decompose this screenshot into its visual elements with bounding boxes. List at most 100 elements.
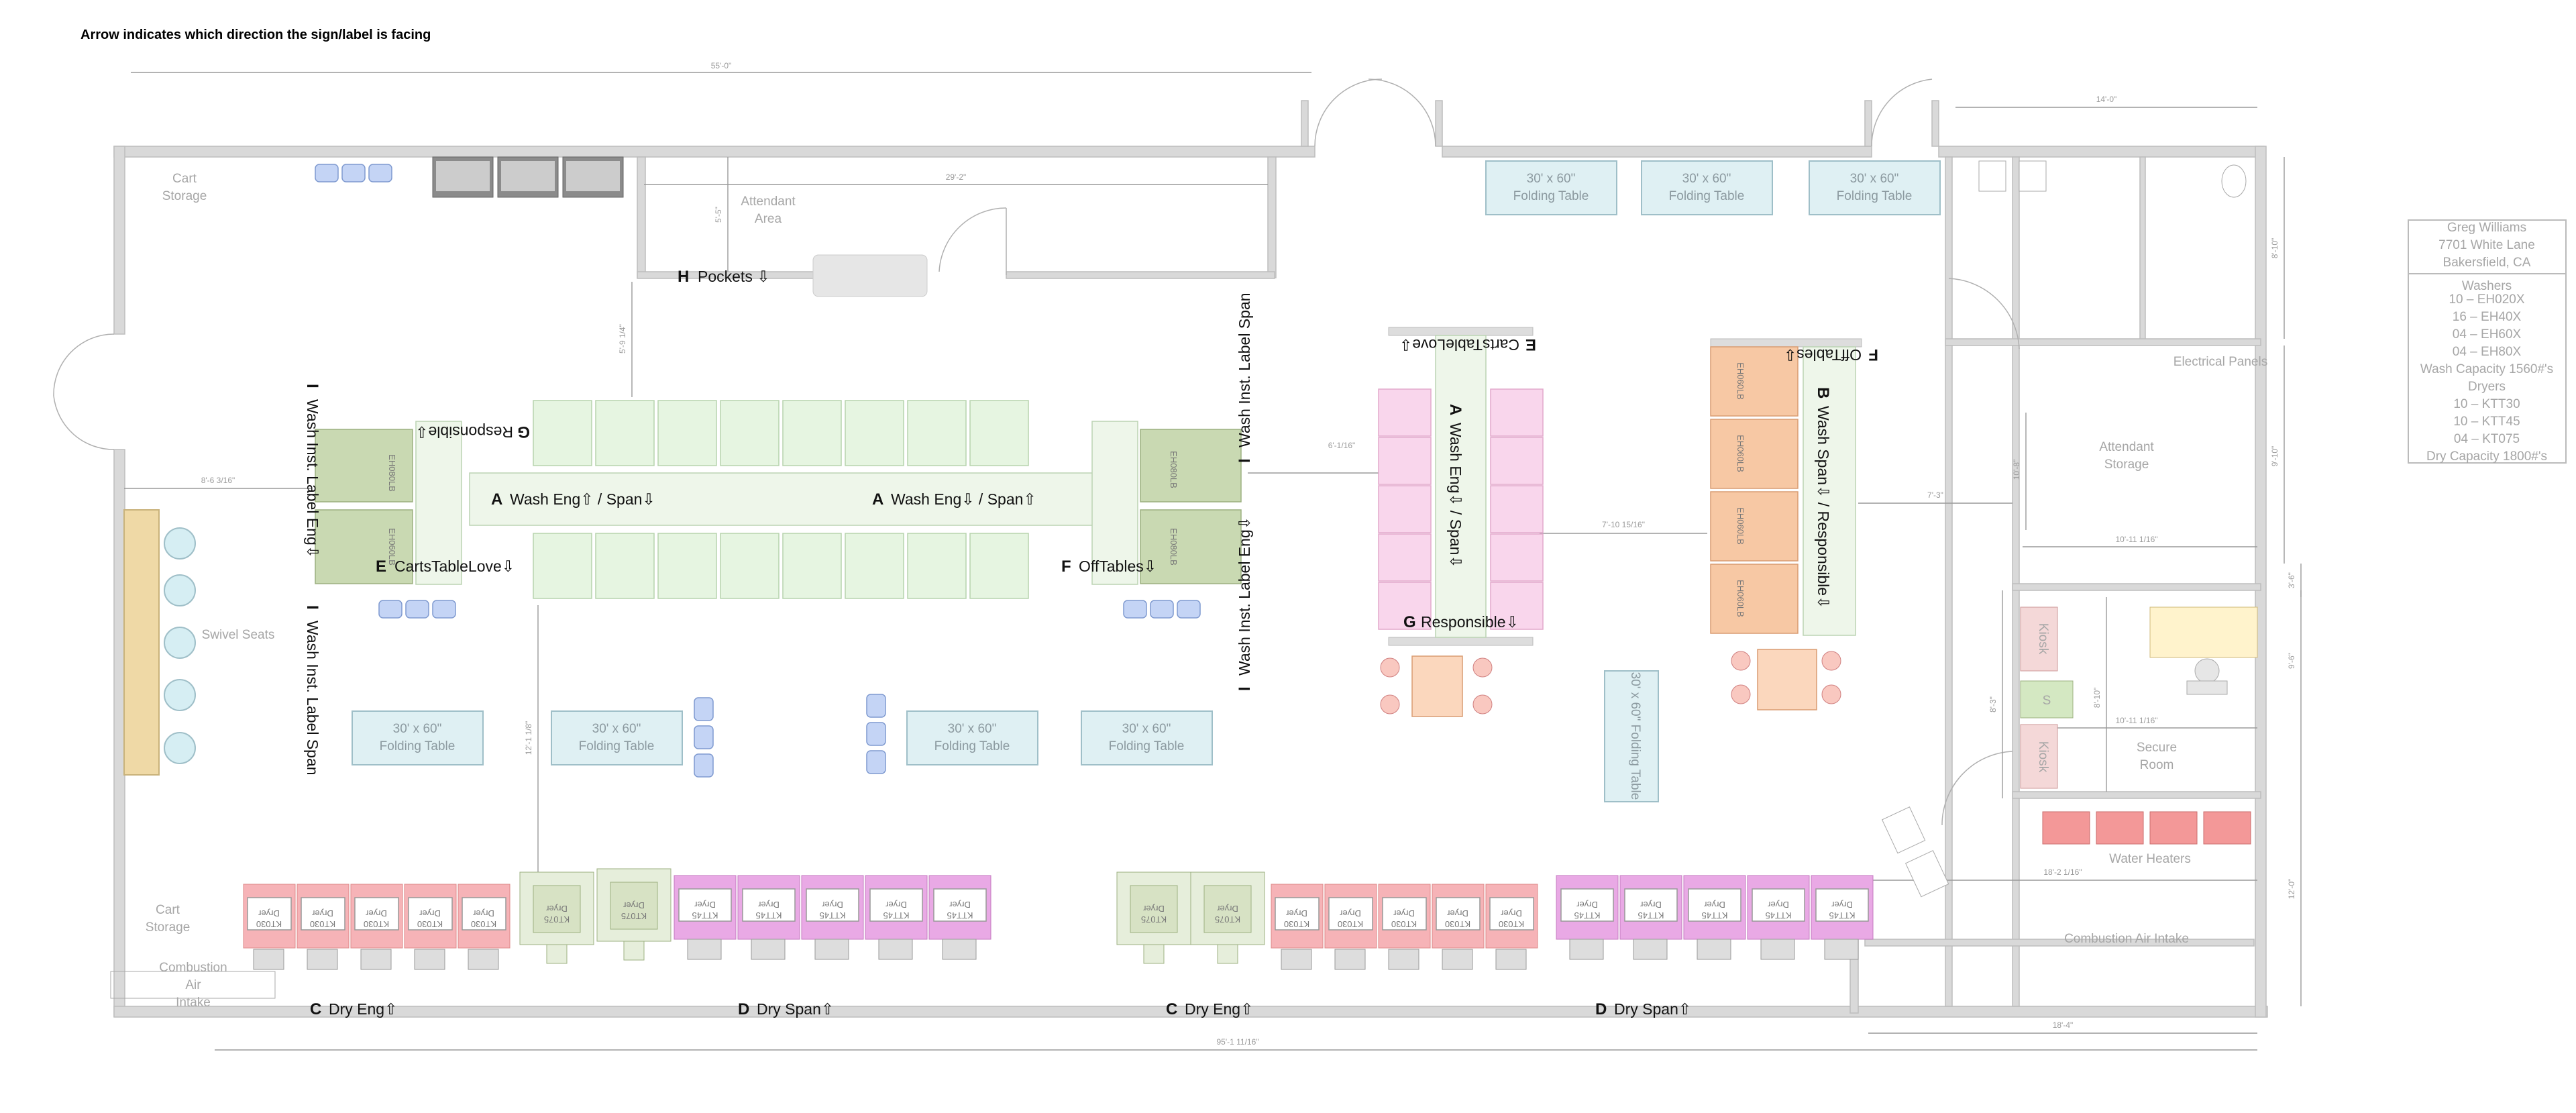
svg-text:16 – EH40X: 16 – EH40X xyxy=(2453,310,2522,324)
svg-text:8'-6 3/16": 8'-6 3/16" xyxy=(201,476,235,485)
sign-g-bottom: G Responsible⇩ xyxy=(1403,613,1519,631)
folding-table: 30' x 60" Folding Table xyxy=(1641,160,1773,215)
svg-text:14'-0": 14'-0" xyxy=(2096,95,2117,104)
svg-text:A: A xyxy=(1446,404,1464,415)
svg-text:6'-1/16": 6'-1/16" xyxy=(1328,441,1356,450)
svg-text:Wash Inst. Label Span: Wash Inst. Label Span xyxy=(304,621,321,776)
svg-text:Room: Room xyxy=(2140,758,2174,772)
svg-text:D: D xyxy=(738,1000,749,1018)
svg-text:KTT45: KTT45 xyxy=(1638,910,1664,920)
svg-text:Dryer: Dryer xyxy=(1393,908,1414,918)
svg-text:EH060LB: EH060LB xyxy=(387,528,397,566)
svg-text:29'-2": 29'-2" xyxy=(946,172,967,182)
svg-text:Wash Inst. Label Eng⇩: Wash Inst. Label Eng⇩ xyxy=(304,399,321,558)
svg-text:KT030: KT030 xyxy=(1391,919,1417,929)
svg-text:Dry Eng⇧: Dry Eng⇧ xyxy=(329,1000,397,1018)
water-heaters-label: Water Heaters xyxy=(2109,852,2191,866)
dryer-bank-ktt45-2: Dryer KTT45 Dryer KTT45 Dryer KTT45 Drye… xyxy=(1556,875,1874,960)
svg-text:Wash Inst. Label Span: Wash Inst. Label Span xyxy=(1236,293,1253,447)
svg-text:Wash Eng⇩ / Span⇩: Wash Eng⇩ / Span⇩ xyxy=(1447,423,1464,568)
svg-text:Storage: Storage xyxy=(146,920,191,935)
washer-row-top xyxy=(533,400,1029,466)
svg-text:8'-10": 8'-10" xyxy=(2092,688,2102,708)
svg-text:30' x 60": 30' x 60" xyxy=(1122,722,1171,736)
svg-text:Area: Area xyxy=(755,212,782,226)
dimensions: 55'-0" 29'-2" 14'-0" 8'-6 3/16" 6'-1/16"… xyxy=(124,61,2302,1051)
sign-c-right: C Dry Eng⇧ xyxy=(1166,1000,1253,1018)
sign-a3: A Wash Eng⇩ / Span⇩ xyxy=(1446,404,1464,568)
svg-text:I: I xyxy=(303,605,321,610)
svg-text:Dryer: Dryer xyxy=(1339,908,1360,918)
folding-table: 30' x 60" Folding Table xyxy=(1485,160,1617,215)
dryer-bank-2: Dryer KT030 Dryer KT030 Dryer KT030 Drye… xyxy=(1271,884,1538,970)
sign-b: B Wash Span⇩ / Responsible⇩ xyxy=(1814,387,1832,608)
dryer-bank-ktt45-1: Dryer KTT45 Dryer KTT45 Dryer KTT45 Drye… xyxy=(674,875,991,960)
svg-text:G: G xyxy=(517,423,530,441)
svg-text:Dryer: Dryer xyxy=(885,900,906,910)
combustion-label-1: Combustion xyxy=(159,961,227,975)
svg-text:A: A xyxy=(491,490,502,509)
sign-f-left: F OffTables⇩ xyxy=(1061,558,1157,576)
svg-text:30' x 60": 30' x 60" xyxy=(393,722,442,736)
doors xyxy=(53,78,2020,826)
svg-text:Dryer: Dryer xyxy=(1640,900,1661,910)
svg-text:9'-6": 9'-6" xyxy=(2287,653,2296,669)
folding-table: 30' x 60" Folding Table xyxy=(1081,710,1213,765)
dryer-row: Dryer KT030 Dryer KT030 Dryer KT030 Drye… xyxy=(243,868,1874,970)
svg-text:Dryers: Dryers xyxy=(2468,380,2506,394)
svg-text:30' x 60": 30' x 60" xyxy=(1527,172,1576,186)
svg-text:Washers: Washers xyxy=(2462,279,2512,293)
svg-text:KT030: KT030 xyxy=(310,919,335,929)
sign-h: H Pockets ⇩ xyxy=(678,268,769,286)
sign-a1: A Wash Eng⇧ / Span⇩ xyxy=(491,490,655,509)
svg-text:3'-6": 3'-6" xyxy=(2287,572,2296,588)
svg-text:D: D xyxy=(1595,1000,1607,1018)
svg-text:Dryer: Dryer xyxy=(821,900,843,910)
svg-text:EH060LB: EH060LB xyxy=(1735,507,1746,545)
svg-text:30' x 60" Folding Table: 30' x 60" Folding Table xyxy=(1628,672,1642,800)
svg-text:KT075: KT075 xyxy=(1215,914,1240,924)
sign-f-top: F OffTables⇩ xyxy=(1784,346,1878,364)
cart-storage-label-2: Cart xyxy=(156,903,180,917)
right-room-fixtures: Kiosk S Kiosk xyxy=(110,160,2258,999)
svg-text:Dryer: Dryer xyxy=(472,908,494,918)
signs: H Pockets ⇩ A Wash Eng⇧ / Span⇩ A Wash E… xyxy=(303,268,1878,1018)
folding-table: 30' x 60" Folding Table xyxy=(906,710,1038,765)
svg-text:KTT45: KTT45 xyxy=(883,910,909,920)
folding-table: 30' x 60" Folding Table xyxy=(551,710,683,765)
chair-column-left xyxy=(694,697,714,778)
orange-washer-island: EH060LB EH060LB EH060LB EH060LB xyxy=(1710,338,1862,710)
svg-text:Dryer: Dryer xyxy=(1703,900,1725,910)
svg-text:30' x 60": 30' x 60" xyxy=(592,722,641,736)
info-street: 7701 White Lane xyxy=(2438,238,2535,252)
svg-text:KT030: KT030 xyxy=(1338,919,1363,929)
svg-text:EH080LB: EH080LB xyxy=(1169,451,1179,488)
svg-text:Dry Span⇧: Dry Span⇧ xyxy=(1614,1000,1691,1018)
svg-text:7'-3": 7'-3" xyxy=(1927,490,1943,500)
combustion-air-intake-label: Combustion Air Intake xyxy=(2064,932,2189,946)
swivel-seating xyxy=(123,509,196,776)
sign-i-right-top: I Wash Inst. Label Span xyxy=(1236,293,1254,463)
sign-i-right-bottom: I Wash Inst. Label Eng⇩ xyxy=(1236,517,1254,691)
svg-text:10 – KTT30: 10 – KTT30 xyxy=(2453,397,2520,411)
svg-text:10 – EH020X: 10 – EH020X xyxy=(2449,293,2524,307)
svg-text:KT075: KT075 xyxy=(1141,914,1167,924)
attendant-storage-label-1: Attendant xyxy=(2099,440,2154,454)
svg-text:12'-1 1/8": 12'-1 1/8" xyxy=(524,721,533,755)
svg-text:Dryer: Dryer xyxy=(1216,904,1238,914)
svg-text:Folding Table: Folding Table xyxy=(380,739,455,753)
sign-g-top: G Responsible⇩ xyxy=(415,423,530,441)
svg-text:EH060LB: EH060LB xyxy=(1735,362,1746,400)
svg-text:Wash Eng⇧ / Span⇩: Wash Eng⇧ / Span⇩ xyxy=(510,490,655,508)
svg-text:Dryer: Dryer xyxy=(545,904,567,914)
svg-text:8'-10": 8'-10" xyxy=(2270,238,2279,259)
info-city: Bakersfield, CA xyxy=(2443,256,2531,270)
chair-row-left xyxy=(378,600,456,619)
svg-text:EH060LB: EH060LB xyxy=(1735,580,1746,617)
sign-i-left-bottom: I Wash Inst. Label Span xyxy=(303,605,321,776)
room-labels: Cart Storage Attendant Area Swivel Seats… xyxy=(146,172,2268,1010)
svg-text:Dry Capacity 1800#'s: Dry Capacity 1800#'s xyxy=(2426,449,2547,464)
svg-text:Folding Table: Folding Table xyxy=(1109,739,1185,753)
svg-text:Responsible⇩: Responsible⇩ xyxy=(415,423,513,441)
